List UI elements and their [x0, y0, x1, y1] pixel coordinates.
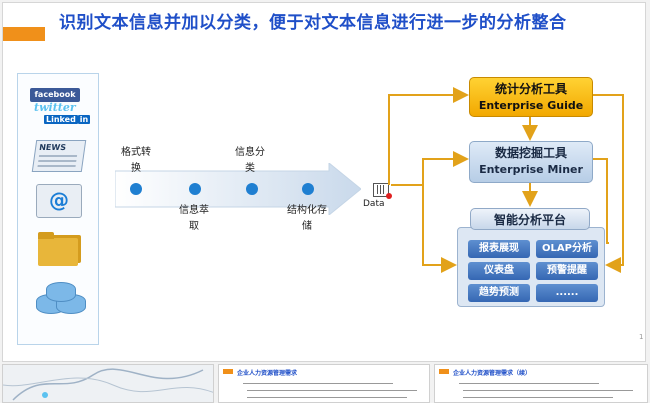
newspaper-icon: NEWS: [30, 140, 88, 172]
mining-tool-cn: 数据挖掘工具: [494, 146, 567, 160]
facebook-logo: facebook: [30, 88, 80, 102]
module-olap: OLAP分析: [536, 240, 598, 258]
stat-tool-box: 统计分析工具 Enterprise Guide: [469, 77, 593, 117]
connector-to-stat: [388, 87, 469, 185]
thumbnail-hr-cont-slide[interactable]: 企业人力资源管理需求（续）: [434, 364, 648, 403]
twitter-logo: twitter: [34, 101, 76, 114]
module-alert: 预警提醒: [536, 262, 598, 280]
connector-to-platform: [422, 185, 457, 273]
module-dashboard: 仪表盘: [468, 262, 530, 280]
map-thumbnail-icon: [3, 365, 213, 402]
step-dot-1: [130, 183, 142, 195]
stat-tool-cn: 统计分析工具: [494, 82, 567, 96]
step-dot-2: [189, 183, 201, 195]
analysis-platform: 报表展现 OLAP分析 仪表盘 预警提醒 趋势预测 ......: [457, 227, 605, 307]
step-dot-3: [246, 183, 258, 195]
thumbnail-title-2: 企业人力资源管理需求: [237, 370, 298, 377]
module-more: ......: [536, 284, 598, 302]
slide: 识别文本信息并加以分类，便于对文本信息进行进一步的分析整合 facebook t…: [2, 2, 646, 362]
email-icon: @: [30, 184, 88, 218]
page-number: 1: [639, 333, 644, 341]
pipeline-arrow: [115, 163, 361, 215]
stat-tool-en: Enterprise Guide: [478, 99, 584, 112]
mining-tool-en: Enterprise Miner: [479, 163, 583, 176]
thumbnail-map-slide[interactable]: [2, 364, 214, 403]
news-label: NEWS: [38, 143, 67, 152]
step-label-format: 格式转换: [121, 147, 151, 174]
module-report: 报表展现: [468, 240, 530, 258]
thumbnail-title-3: 企业人力资源管理需求（续）: [453, 370, 532, 377]
connector-to-mine: [422, 151, 469, 185]
step-dot-4: [302, 183, 314, 195]
thumbnail-hr-slide[interactable]: 企业人力资源管理需求: [218, 364, 430, 403]
database-icon: [30, 282, 88, 322]
platform-title: 智能分析平台: [470, 208, 590, 230]
thumbnail-strip[interactable]: 企业人力资源管理需求 企业人力资源管理需求（续）: [2, 364, 648, 403]
module-forecast: 趋势预测: [468, 284, 530, 302]
step-label-store: 结构化存储: [287, 205, 327, 232]
step-label-extract: 信息萃取: [179, 205, 209, 232]
mining-tool-box: 数据挖掘工具 Enterprise Miner: [469, 141, 593, 183]
slide-title: 识别文本信息并加以分类，便于对文本信息进行进一步的分析整合: [59, 13, 567, 33]
data-icon: [373, 183, 392, 199]
data-label: Data: [363, 199, 385, 209]
step-label-classify: 信息分类: [235, 147, 265, 174]
folder-icon: [30, 232, 88, 270]
title-accent-bar: [3, 27, 45, 41]
